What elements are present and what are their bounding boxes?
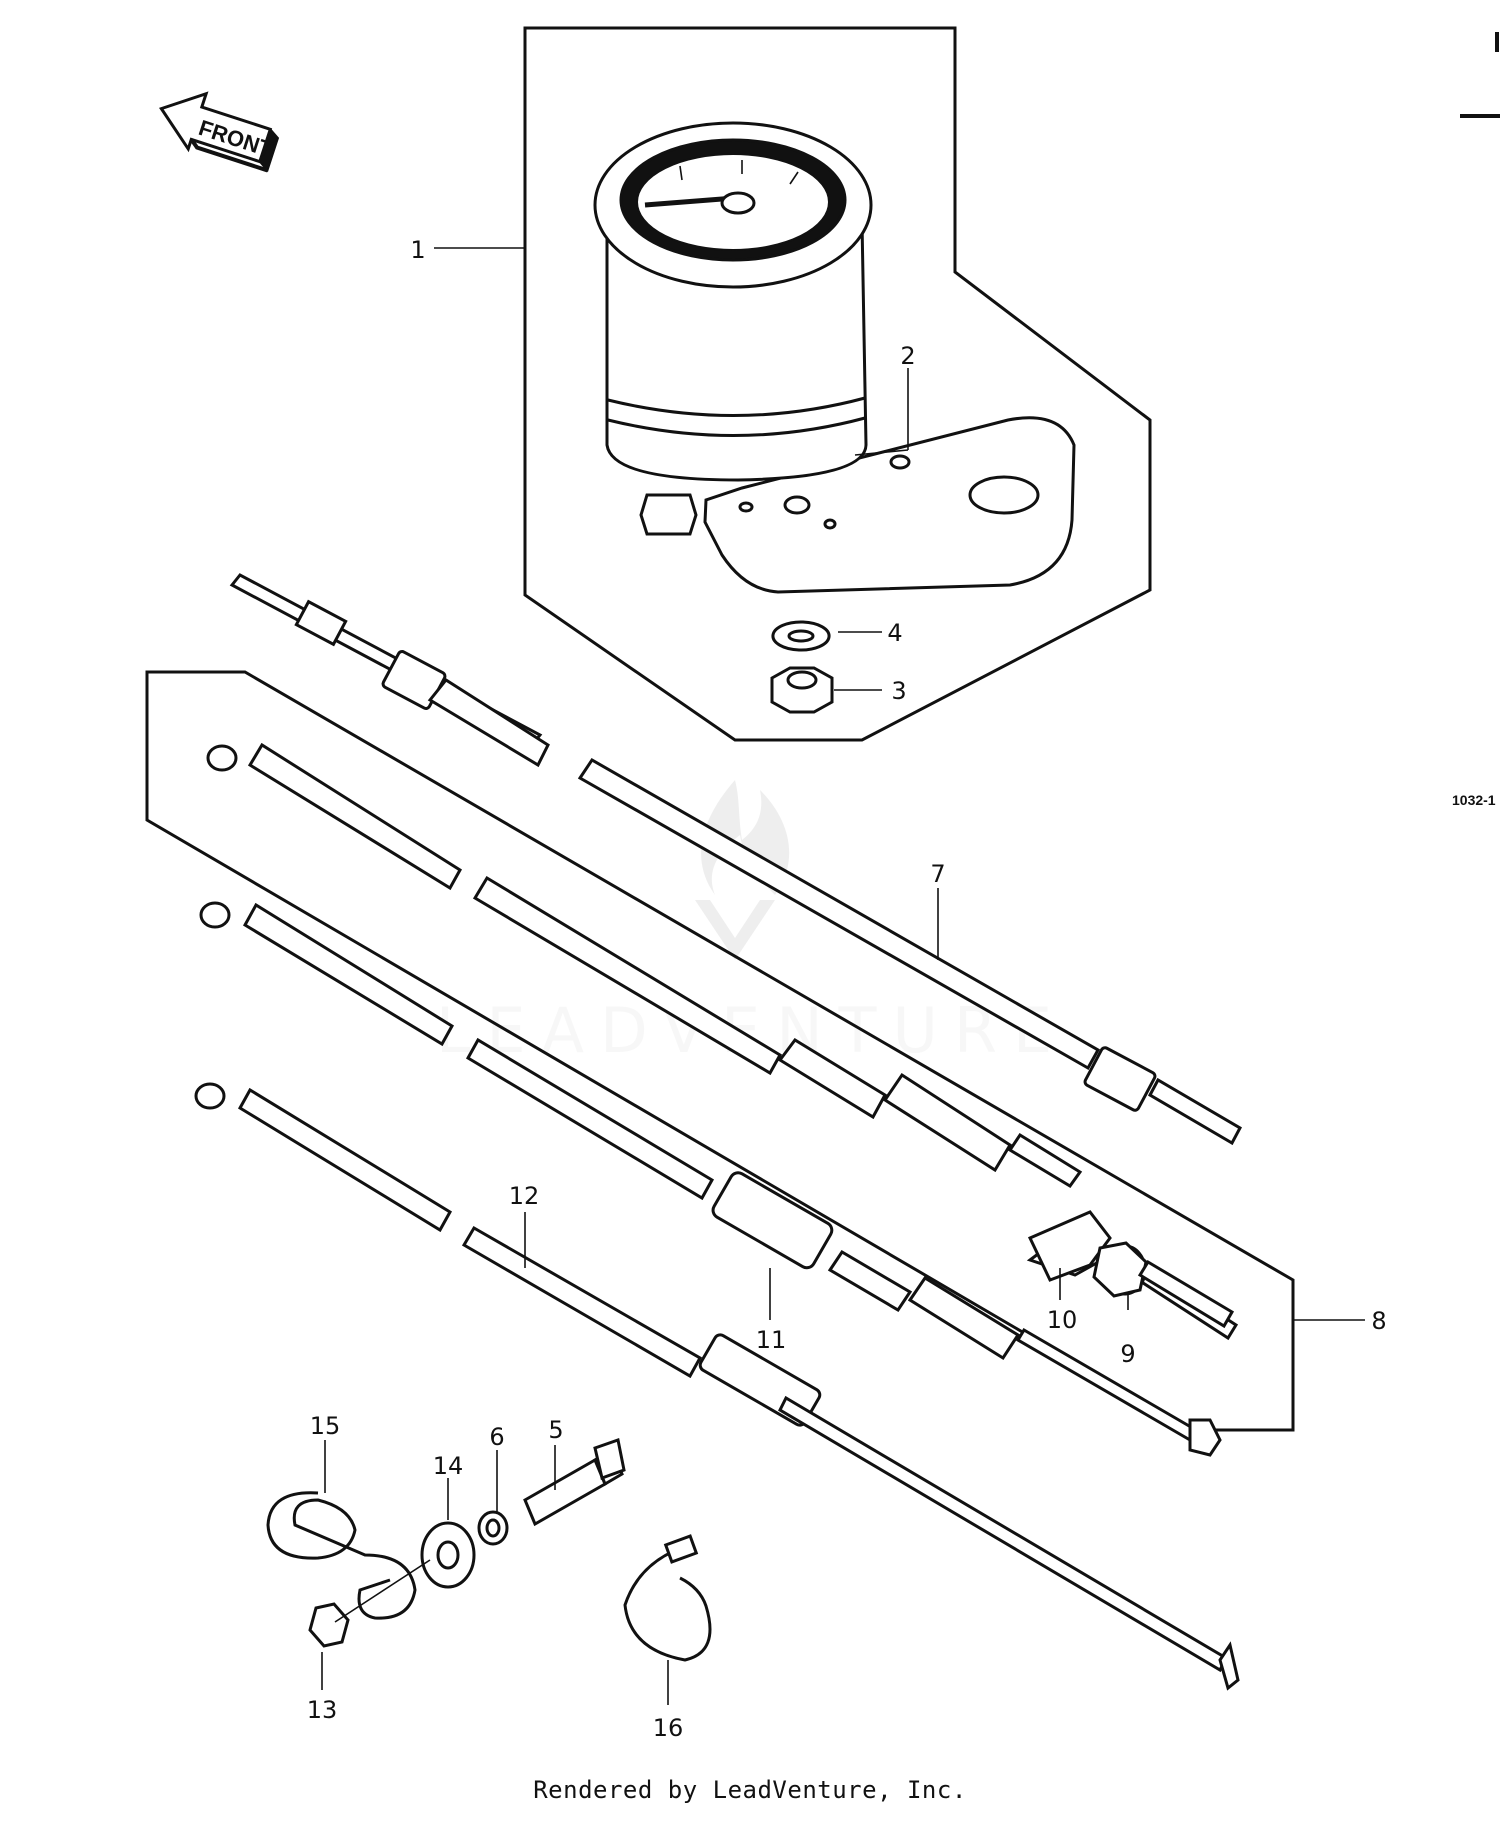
meter-tick	[679, 165, 683, 181]
callout-5: 5	[548, 1416, 563, 1444]
meter-hub	[720, 191, 756, 215]
callout-3: 3	[891, 677, 906, 705]
adjuster-thread	[1137, 1259, 1235, 1329]
cable-group-boundary	[145, 670, 1295, 1432]
callout-8: 8	[1371, 1307, 1386, 1335]
cable-part-12	[194, 1082, 1240, 1691]
callout-16: 16	[653, 1714, 684, 1742]
meter-body	[605, 220, 868, 482]
corner-mark	[1495, 32, 1499, 52]
callout-2: 2	[900, 342, 915, 370]
meter-band-lower	[607, 416, 866, 438]
callout-4: 4	[887, 619, 902, 647]
bracket-hole-large	[968, 475, 1040, 515]
nut-part-3-hole	[786, 670, 818, 690]
drawing-code: 1032-1	[1452, 792, 1496, 808]
lock-washer-hole	[787, 629, 815, 643]
clip-part-15	[266, 1491, 417, 1620]
cable-part-11	[199, 901, 1222, 1457]
callout-13: 13	[307, 1696, 338, 1724]
washer-part-6-hole	[485, 1518, 501, 1538]
leader-lines	[321, 247, 1365, 1705]
meter-band	[607, 396, 866, 418]
callout-7: 7	[930, 860, 945, 888]
meter-bracket	[703, 416, 1076, 594]
callout-10: 10	[1047, 1306, 1078, 1334]
meter-assembly	[593, 121, 1076, 594]
callout-6: 6	[489, 1423, 504, 1451]
callout-9: 9	[1120, 1340, 1135, 1368]
bracket-hole-mid	[783, 495, 811, 515]
watermark-v-icon	[695, 900, 775, 960]
callout-14: 14	[433, 1452, 464, 1480]
meter-group-boundary	[523, 26, 1152, 742]
render-credit: Rendered by LeadVenture, Inc.	[533, 1776, 967, 1804]
meter-tick	[789, 171, 799, 185]
callout-12: 12	[509, 1182, 540, 1210]
callout-15: 15	[310, 1412, 341, 1440]
nut-part-13	[308, 1602, 350, 1648]
bracket-hole-slot	[889, 454, 911, 470]
cable-part-7	[229, 573, 1243, 1146]
bracket-hole-tiny	[823, 518, 837, 530]
clamp-part-16	[623, 1543, 712, 1662]
callout-1: 1	[410, 236, 425, 264]
washer-part-14-hole	[436, 1540, 460, 1570]
meter-needle	[644, 195, 736, 208]
callout-11: 11	[756, 1326, 787, 1354]
clamp-part-16-screw	[663, 1534, 699, 1564]
meter-stud-nut	[639, 493, 698, 536]
locknut-part-9	[1092, 1241, 1148, 1298]
front-arrow-icon: FRONT	[159, 91, 280, 173]
bolt-part-5	[523, 1438, 626, 1527]
bracket-hole-small	[738, 501, 754, 513]
